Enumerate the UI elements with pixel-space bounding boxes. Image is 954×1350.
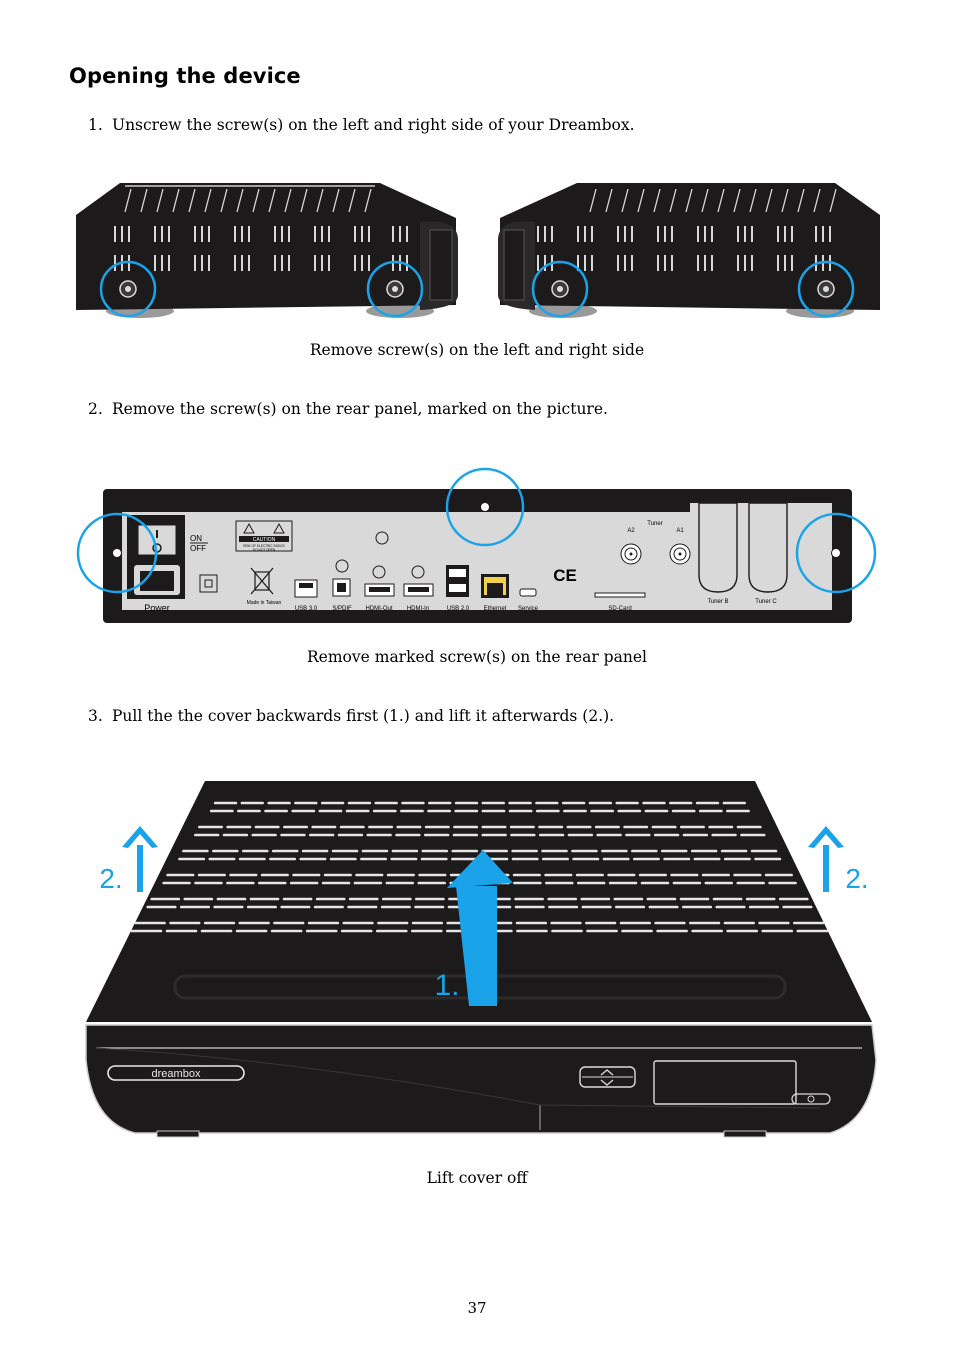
screw-marker (76, 512, 158, 594)
step-number: 3. (88, 707, 103, 725)
usb2-label: USB 2.0 (447, 606, 470, 612)
screw-marker (797, 260, 855, 318)
screw-marker (99, 260, 157, 318)
step-2-left-label: 2. (99, 863, 122, 894)
off-label: OFF (190, 544, 206, 553)
step-2-right-label: 2. (845, 863, 868, 894)
figure-caption-rear: Remove marked screw(s) on the rear panel (307, 648, 647, 666)
brand-logo-frame (107, 1065, 245, 1081)
power-label: Power (144, 603, 170, 613)
nav-buttons (579, 1066, 636, 1088)
step-text: Remove the screw(s) on the rear panel, m… (112, 400, 608, 418)
rear-panel-figure: Power ON OFF CAUTION RISK OF ELECTRIC SH… (76, 467, 877, 623)
rear-screw-markers (76, 467, 877, 594)
arrow-up-icon (447, 850, 513, 1006)
spdif-label: S/PDIF (332, 606, 352, 612)
caution-small-2: DO NOT OPEN (253, 548, 276, 552)
weee-bin-icon (250, 567, 274, 595)
step-1: 1. Unscrew the screw(s) on the left and r… (88, 116, 635, 134)
page-number: 37 (467, 1299, 487, 1317)
arrow-up-icon (808, 826, 844, 892)
step-2: 2. Remove the screw(s) on the rear panel,… (88, 400, 608, 418)
on-label: ON (190, 534, 202, 543)
step-3: 3. Pull the the cover backwards first (1.… (88, 707, 614, 725)
a1-label: A1 (676, 528, 684, 534)
chevron-up-icon (600, 1069, 614, 1076)
step-text: Pull the the cover backwards first (1.) … (112, 707, 615, 725)
step-number: 2. (88, 400, 103, 418)
screw-marker (445, 467, 525, 547)
hdmi-out-label: HDMI-Out (366, 606, 393, 612)
arrow-up-icon (122, 826, 158, 892)
front-display (653, 1060, 797, 1105)
service-label: Service (518, 606, 539, 612)
caution-small-1: RISK OF ELECTRIC SHOCK (243, 544, 285, 548)
step-text: Unscrew the screw(s) on the left and rig… (112, 116, 635, 134)
caution-label: CAUTION (253, 537, 276, 543)
left-side-device (76, 183, 458, 318)
step-number: 1. (88, 116, 103, 134)
screw-marker (531, 260, 589, 318)
figure-caption-side: Remove screw(s) on the left and right si… (309, 341, 645, 359)
tuner-b-label: Tuner B (707, 599, 728, 605)
right-side-device (498, 183, 880, 318)
screw-marker (795, 512, 877, 594)
figure-caption-lift: Lift cover off (426, 1169, 528, 1187)
side-screw-markers (99, 260, 855, 318)
power-icon (807, 1095, 815, 1103)
ce-mark: CE (553, 566, 577, 585)
tuner-c-label: Tuner C (755, 599, 777, 605)
made-in-label: Made in Taiwan (247, 600, 282, 606)
section-heading: Opening the device (69, 64, 301, 88)
a2-label: A2 (627, 528, 635, 534)
ethernet-label: Ethernet (484, 606, 507, 612)
tuner-label: Tuner (647, 521, 662, 527)
brand-logo: dreambox (152, 1068, 201, 1080)
chevron-down-icon (600, 1079, 614, 1086)
screw-marker (366, 260, 424, 318)
hdmi-in-label: HDMI-In (407, 606, 429, 612)
step-1-arrow-label: 1. (434, 969, 459, 1002)
sd-card-label: SD-Card (608, 606, 631, 612)
lift-cover-figure: dreambox 1. 2. 2. (85, 781, 877, 1138)
usb3-label: USB 3.0 (295, 606, 318, 612)
side-view-figure (76, 183, 880, 318)
